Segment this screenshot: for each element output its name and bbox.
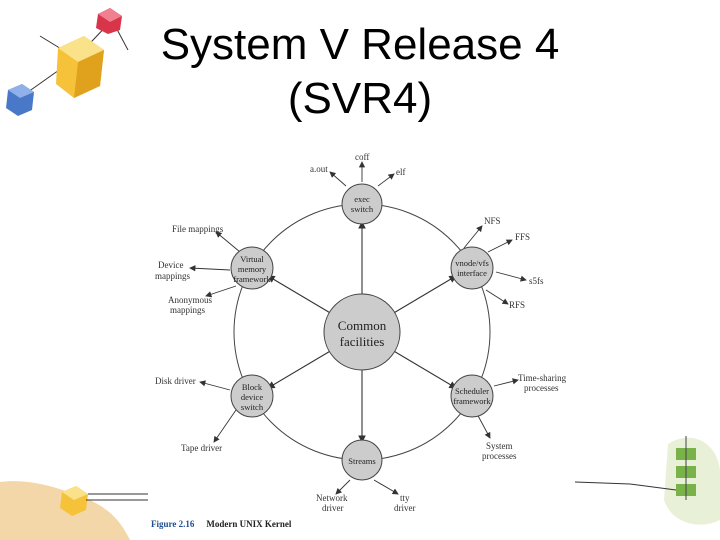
svg-text:device: device xyxy=(241,392,263,402)
label-file-mappings: File mappings xyxy=(172,224,224,234)
label-elf: elf xyxy=(396,167,406,177)
label-s5fs: s5fs xyxy=(529,276,544,286)
title-line-1: System V Release 4 xyxy=(160,20,560,69)
label-tape-driver: Tape driver xyxy=(181,443,222,453)
svg-text:vnode/vfs: vnode/vfs xyxy=(455,258,489,268)
svg-text:switch: switch xyxy=(241,402,264,412)
svg-text:Streams: Streams xyxy=(348,456,375,466)
spokes xyxy=(267,220,457,444)
label-aout: a.out xyxy=(310,164,328,174)
label-ffs: FFS xyxy=(515,232,530,242)
label-nfs: NFS xyxy=(484,216,501,226)
figure-caption: Figure 2.16 Modern UNIX Kernel xyxy=(151,519,291,529)
svg-text:framework: framework xyxy=(453,396,491,406)
label-rfs: RFS xyxy=(509,300,525,310)
title-line-2: (SVR4) xyxy=(287,74,433,123)
svg-text:memory: memory xyxy=(238,264,267,274)
label-timesharing-2: processes xyxy=(524,383,559,393)
label-network-1: Network xyxy=(316,493,348,503)
label-device-2: mappings xyxy=(155,271,190,281)
outer-labels: coff a.out elf NFS FFS s5fs RFS Time-sha… xyxy=(155,152,567,513)
label-tty-1: tty xyxy=(400,493,410,503)
cube-hand-icon-bottom-left xyxy=(0,481,148,540)
label-anon-2: mappings xyxy=(170,305,205,315)
node-vnode-vfs-interface: vnode/vfs interface xyxy=(450,246,494,290)
svg-text:interface: interface xyxy=(457,268,487,278)
svg-text:switch: switch xyxy=(351,204,374,214)
label-timesharing-1: Time-sharing xyxy=(518,373,567,383)
label-tty-2: driver xyxy=(394,503,416,513)
cube-cluster-icon-top-left xyxy=(6,8,129,116)
slide-title: System V Release 4 (SVR4) xyxy=(140,18,580,126)
svg-text:Virtual: Virtual xyxy=(240,254,264,264)
svg-text:exec: exec xyxy=(354,194,370,204)
figure-number: Figure 2.16 xyxy=(151,519,195,529)
center-line-2: facilities xyxy=(340,334,385,349)
label-anon-1: Anonymous xyxy=(168,295,213,305)
figure-text: Modern UNIX Kernel xyxy=(206,519,292,529)
center-node-common-facilities: Common facilities xyxy=(323,293,401,371)
center-line-1: Common xyxy=(338,318,387,333)
node-virtual-memory-framework: Virtual memory framework xyxy=(230,246,274,290)
svg-text:framework: framework xyxy=(233,274,271,284)
label-network-2: driver xyxy=(322,503,344,513)
node-scheduler-framework: Scheduler framework xyxy=(450,374,494,418)
svg-text:Scheduler: Scheduler xyxy=(455,386,489,396)
node-streams: Streams xyxy=(341,439,383,481)
label-device-1: Device xyxy=(158,260,183,270)
svg-text:Block: Block xyxy=(242,382,263,392)
cube-stack-icon-bottom-right xyxy=(574,436,720,525)
node-exec-switch: exec switch xyxy=(341,183,383,225)
outer-arrows xyxy=(189,161,527,495)
label-disk-driver: Disk driver xyxy=(155,376,196,386)
label-coff: coff xyxy=(355,152,369,162)
label-system-1: System xyxy=(486,441,513,451)
label-system-2: processes xyxy=(482,451,517,461)
node-block-device-switch: Block device switch xyxy=(230,374,274,418)
